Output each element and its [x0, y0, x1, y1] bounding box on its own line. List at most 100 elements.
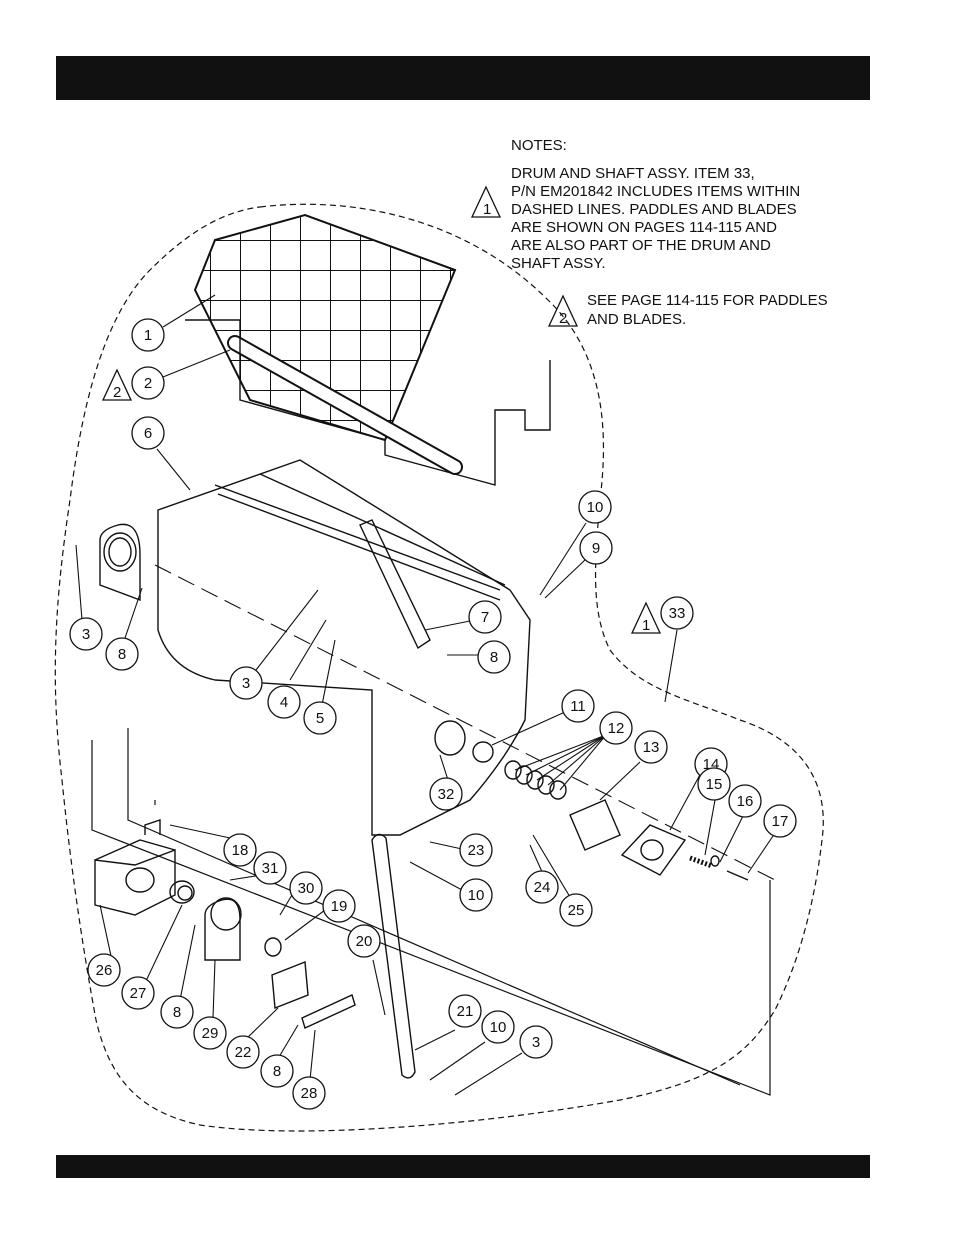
callout-circle: [599, 711, 633, 745]
callout-circle: [322, 889, 356, 923]
callout-circle: [303, 701, 337, 735]
assembly-boundary: [54, 203, 824, 1132]
callout-label: 10: [468, 887, 485, 904]
callout-label: 27: [130, 985, 147, 1002]
callout-label: 15: [706, 776, 723, 793]
upper-bearing: [99, 523, 141, 602]
callout-circle: [468, 600, 502, 634]
callout-label: 17: [772, 813, 789, 830]
callout-circle: [69, 617, 103, 651]
callout-13: 33: [660, 596, 694, 630]
callout-26: 23: [459, 833, 493, 867]
callout-10: 3: [229, 666, 263, 700]
callout-circle: [634, 730, 668, 764]
note1-line: SHAFT ASSY.: [511, 255, 606, 272]
callout-circle: [448, 994, 482, 1028]
callout-circle: [229, 666, 263, 700]
wire-guard: [193, 213, 457, 442]
callout-40: 3: [519, 1025, 553, 1059]
callout-21: 32: [429, 777, 463, 811]
callout-circle: [260, 1054, 294, 1088]
callout-circle: [121, 976, 155, 1010]
callout-group: 1263810978345331112131415161732183130192…: [69, 318, 797, 1110]
note1-line: ARE ALSO PART OF THE DRUM AND: [511, 237, 771, 254]
pillow-block: [94, 819, 176, 916]
callout-label: 24: [534, 879, 551, 896]
callout-35: 22: [226, 1035, 260, 1069]
callout-33: 8: [160, 995, 194, 1029]
callout-1: 1: [131, 318, 165, 352]
callout-circle: [578, 490, 612, 524]
callout-7: 9: [579, 531, 613, 565]
callout-circle: [459, 878, 493, 912]
callout-circle: [459, 833, 493, 867]
callout-label: 2: [144, 375, 152, 392]
callout-label: 18: [232, 842, 249, 859]
callout-label: 3: [532, 1034, 540, 1051]
callout-label: 23: [468, 842, 485, 859]
callout-25: 19: [322, 889, 356, 923]
callout-circle: [131, 318, 165, 352]
lower-frame: [91, 728, 771, 1096]
callout-label: 6: [144, 425, 152, 442]
callout-27: 10: [459, 878, 493, 912]
callout-circle: [267, 685, 301, 719]
callout-label: 29: [202, 1025, 219, 1042]
callout-label: 21: [457, 1003, 474, 1020]
footer-bar: [56, 1155, 870, 1178]
note1-line: DRUM AND SHAFT ASSY. ITEM 33,: [511, 165, 755, 182]
callout-label: 8: [273, 1063, 281, 1080]
callout-circle: [525, 870, 559, 904]
assembly-flag: 1: [630, 601, 662, 634]
callout-label: 30: [298, 880, 315, 897]
note1-line: DASHED LINES. PADDLES AND BLADES: [511, 201, 797, 218]
callout-circle: [289, 871, 323, 905]
callout-4: 3: [69, 617, 103, 651]
callout-circle: [347, 924, 381, 958]
callout-circle: [226, 1035, 260, 1069]
shaft-flag: 2: [101, 368, 133, 401]
callout-circle: [728, 784, 762, 818]
callout-23: 31: [253, 851, 287, 885]
notes-heading: NOTES:: [511, 137, 567, 154]
callout-circle: [131, 416, 165, 450]
callout-label: 31: [262, 860, 279, 877]
callout-11: 4: [267, 685, 301, 719]
callout-circle: [253, 851, 287, 885]
callout-circle: [697, 767, 731, 801]
callout-label: 32: [438, 786, 455, 803]
callout-circle: [481, 1010, 515, 1044]
callout-circle: [223, 833, 257, 867]
callout-circle: [579, 531, 613, 565]
callout-label: 3: [242, 675, 250, 692]
callout-39: 10: [481, 1010, 515, 1044]
callout-15: 12: [599, 711, 633, 745]
notes-block: NOTES: DRUM AND SHAFT ASSY. ITEM 33, P/N…: [0, 0, 954, 340]
callout-circle: [292, 1076, 326, 1110]
callout-label: 33: [669, 605, 686, 622]
callout-14: 11: [561, 689, 595, 723]
callout-label: 9: [592, 540, 600, 557]
callout-32: 27: [121, 976, 155, 1010]
callout-circle: [763, 804, 797, 838]
callout-31: 26: [87, 953, 121, 987]
callout-19: 16: [728, 784, 762, 818]
note2-line: AND BLADES.: [587, 311, 687, 328]
callout-circle: [105, 637, 139, 671]
note2-flag: 2: [547, 294, 579, 327]
plate-22: [271, 961, 309, 1009]
callout-label: 13: [643, 739, 660, 756]
shaft-flag-label: 2: [113, 384, 121, 401]
callout-circle: [519, 1025, 553, 1059]
callout-22: 18: [223, 833, 257, 867]
callout-34: 29: [193, 1016, 227, 1050]
callout-label: 4: [280, 694, 288, 711]
callout-label: 28: [301, 1085, 318, 1102]
callout-circle: [87, 953, 121, 987]
callout-9: 8: [477, 640, 511, 674]
callout-label: 3: [82, 626, 90, 643]
callout-38: 21: [448, 994, 482, 1028]
callout-36: 8: [260, 1054, 294, 1088]
callout-label: 25: [568, 902, 585, 919]
